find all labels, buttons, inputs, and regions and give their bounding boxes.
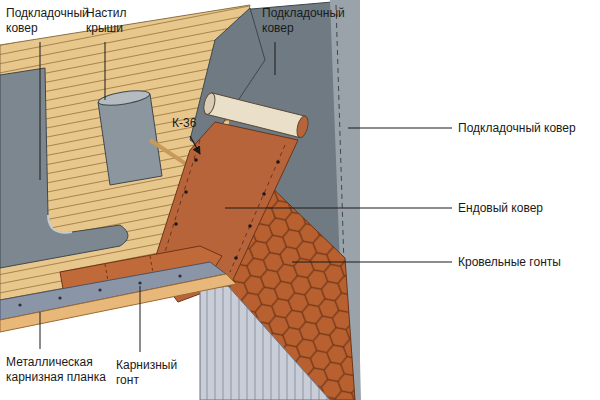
sheet-curl [48, 215, 72, 233]
part-label: Подкладочный ковер [262, 6, 357, 36]
part-label: Кровельные гонты [458, 255, 596, 270]
wall [200, 286, 330, 400]
leader-arrow [190, 136, 200, 154]
part-label: Настил крыши [86, 6, 148, 36]
leader-line [40, 42, 452, 352]
part-label: К-36 [172, 116, 212, 131]
fascia [0, 274, 236, 332]
part-label: Металлическая карнизная планка [6, 355, 114, 385]
nails [164, 158, 280, 260]
part-label: Ендовый ковер [458, 201, 596, 216]
part-label: Карнизный гонт [116, 358, 200, 388]
carpet-roll [202, 92, 310, 139]
part-label: Подкладочный ковер [458, 121, 596, 136]
